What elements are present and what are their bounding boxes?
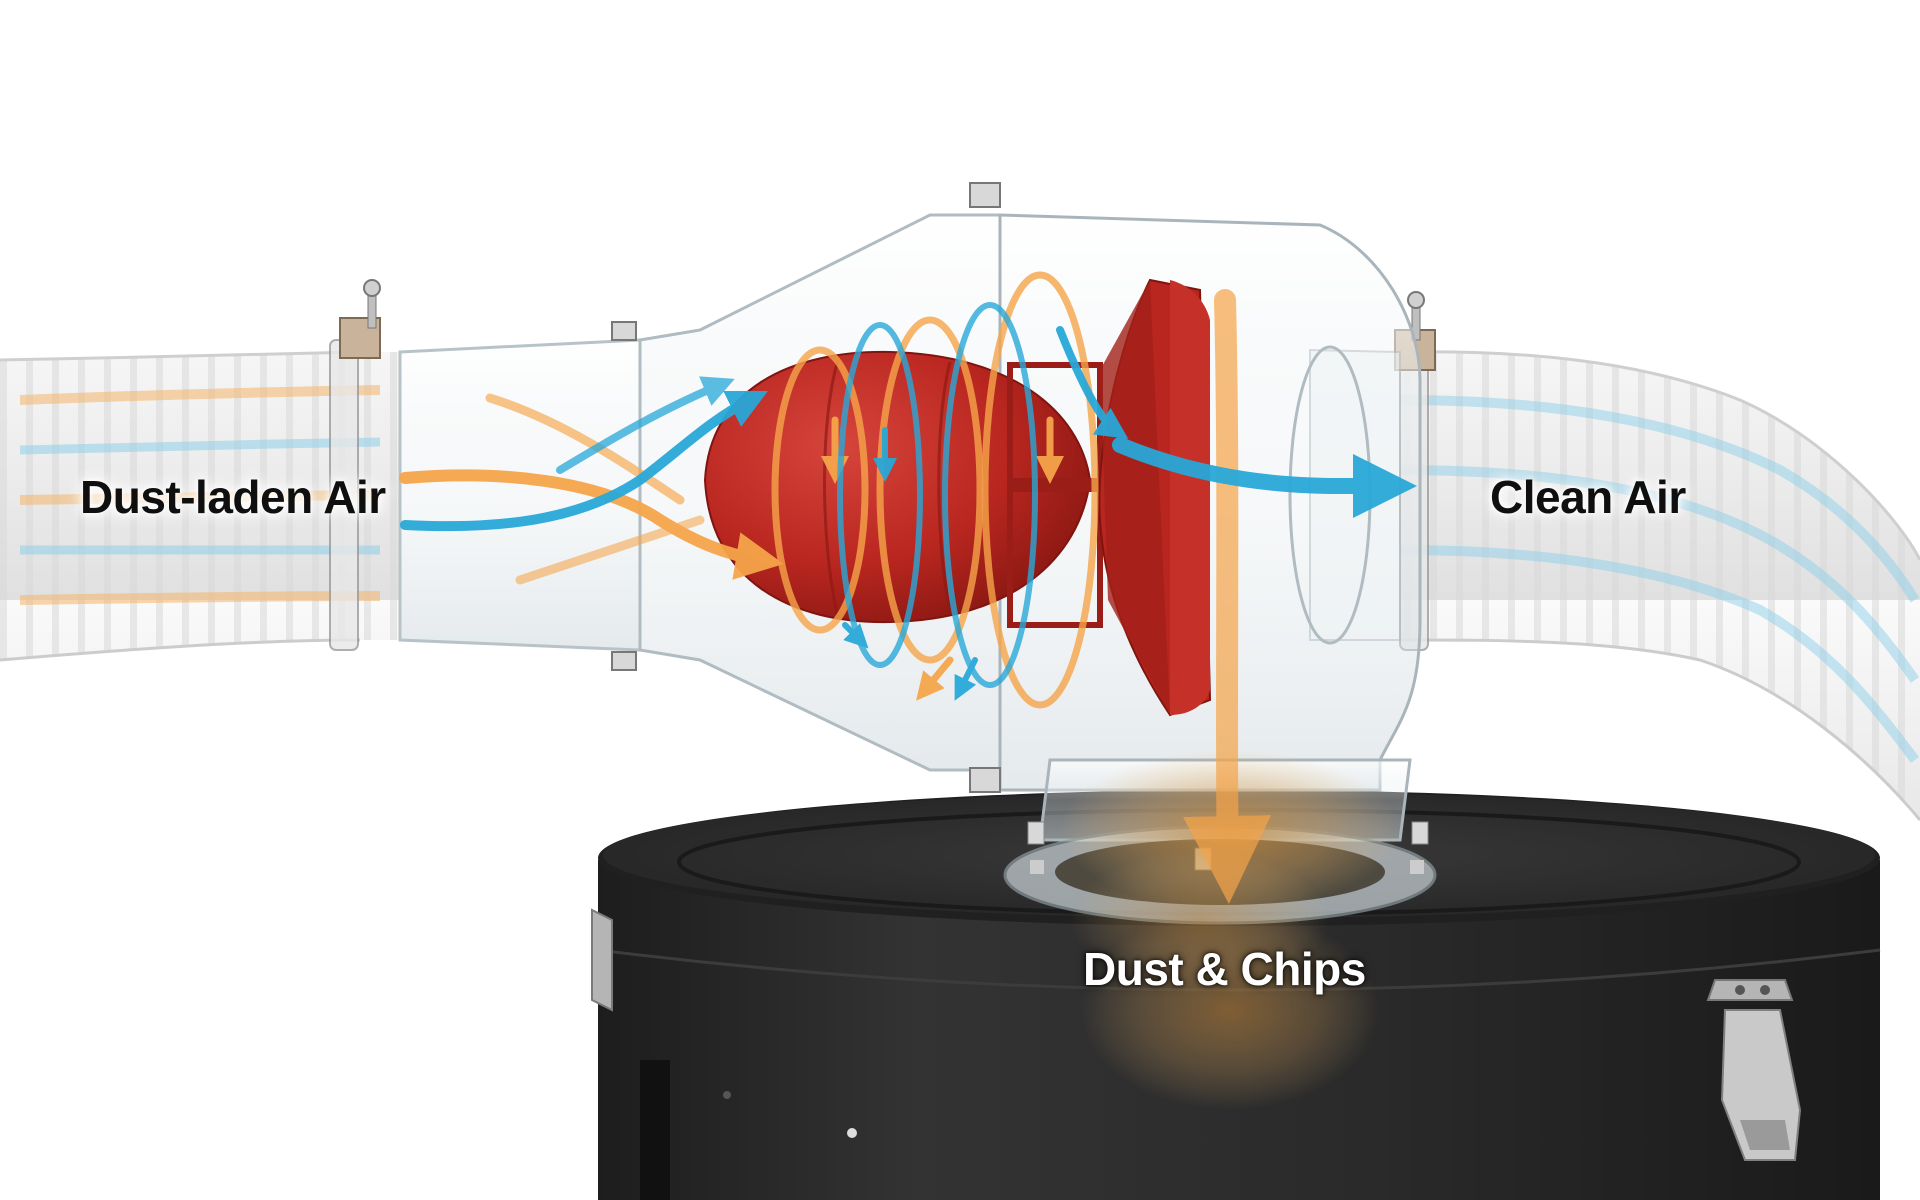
dust-label: Dust & Chips — [1083, 943, 1366, 995]
baffle-cone — [1098, 278, 1212, 717]
hose-clamp-icon[interactable] — [329, 279, 381, 651]
bin-latch-icon[interactable] — [1706, 979, 1802, 1161]
inlet-hose — [0, 350, 400, 662]
outlet-hose — [1399, 350, 1920, 821]
outlet-label: Clean Air — [1490, 471, 1686, 523]
inlet-label: Dust-laden Air — [80, 471, 386, 523]
dusty-air-flow — [399, 271, 1272, 904]
outlet-hose-flow-streaks — [1399, 395, 1920, 764]
clean-air-flow — [400, 302, 1417, 701]
bin-latch-left-icon[interactable] — [591, 908, 613, 1012]
